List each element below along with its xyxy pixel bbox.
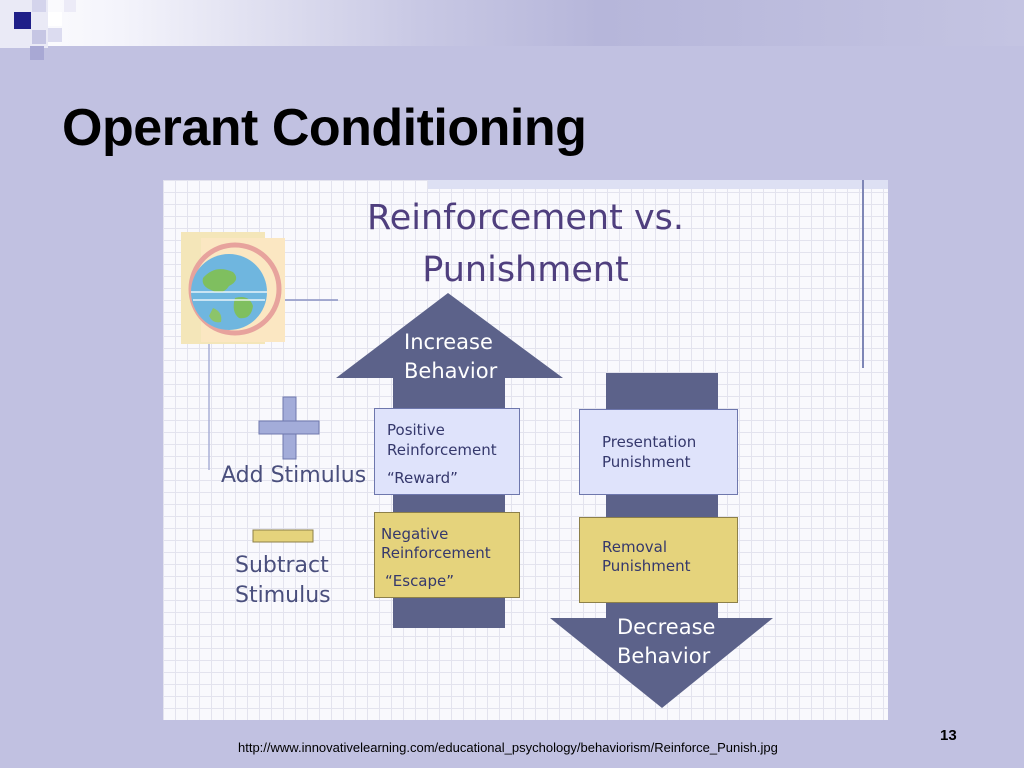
presentation-line2: Punishment <box>602 453 691 471</box>
diagram-heading-line2: Punishment <box>422 250 629 290</box>
positive-line1: Positive <box>387 421 445 439</box>
increase-label-line1: Increase <box>404 330 493 354</box>
negative-line2: Reinforcement <box>381 544 491 562</box>
positive-reinforcement-box: Positive Reinforcement “Reward” <box>374 408 520 495</box>
globe-icon <box>181 232 285 344</box>
removal-punishment-box: Removal Punishment <box>579 517 738 603</box>
add-stimulus-label: Add Stimulus <box>221 463 367 488</box>
subtract-label-line1: Subtract <box>235 553 329 578</box>
positive-line2: Reinforcement <box>387 441 497 459</box>
slide-title: Operant Conditioning <box>62 99 587 157</box>
minus-icon <box>252 529 314 543</box>
top-strip <box>428 180 888 189</box>
removal-line1: Removal <box>602 538 668 556</box>
negative-reinforcement-box: Negative Reinforcement “Escape” <box>374 512 520 598</box>
diagram-panel: Reinforcement vs. Punishment Increase Be… <box>163 180 888 720</box>
positive-quote: “Reward” <box>387 469 458 487</box>
decrease-label-line1: Decrease <box>617 615 716 639</box>
increase-label-line2: Behavior <box>404 359 498 383</box>
subtract-label-line2: Stimulus <box>235 583 331 608</box>
removal-line2: Punishment <box>602 557 691 575</box>
negative-quote: “Escape” <box>385 572 455 590</box>
negative-line1: Negative <box>381 525 449 543</box>
header-bar <box>0 0 1024 46</box>
plus-icon <box>258 396 320 460</box>
page-number: 13 <box>940 727 957 744</box>
diagram-heading-line1: Reinforcement vs. <box>366 198 685 238</box>
presentation-line1: Presentation <box>602 433 697 451</box>
presentation-punishment-box: Presentation Punishment <box>579 409 738 495</box>
source-url[interactable]: http://www.innovativelearning.com/educat… <box>238 740 778 755</box>
decrease-label-line2: Behavior <box>617 644 711 668</box>
